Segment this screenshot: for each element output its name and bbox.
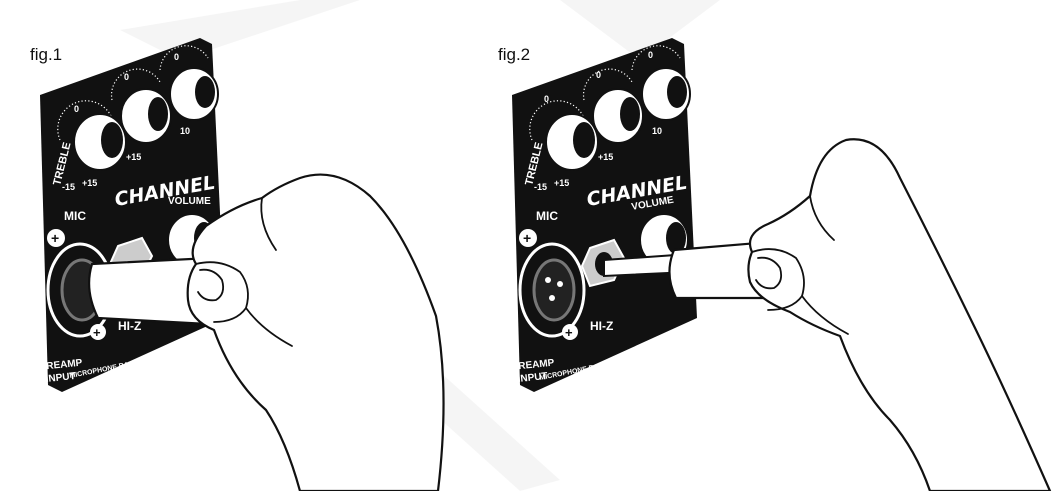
hiz-label: HI-Z — [590, 319, 613, 333]
mic-label: MIC — [64, 209, 86, 223]
figure-1: fig.1 0 0 0 -15 +15 +15 10 TREBLE S RB — [30, 38, 445, 491]
hand-illustration — [186, 173, 445, 491]
finger-outline — [195, 261, 249, 323]
thumb-crease — [801, 295, 849, 335]
scale-zero-label: 0 — [74, 104, 79, 114]
xlr-input-jack[interactable]: + + — [518, 229, 586, 340]
hand-illustration — [747, 138, 1052, 491]
mid-knob[interactable] — [120, 88, 172, 144]
scale-min-label: -15 — [62, 182, 75, 192]
volume-label: VOLUME — [168, 196, 211, 207]
treble-knob[interactable] — [73, 113, 127, 171]
mid-knob[interactable] — [592, 88, 644, 144]
finger-outline — [751, 248, 805, 311]
figure-label: fig.1 — [30, 45, 62, 64]
mic-label: MIC — [536, 209, 558, 223]
svg-text:+: + — [523, 230, 531, 246]
input-label: INPUT — [517, 371, 548, 385]
treble-knob[interactable] — [545, 113, 599, 171]
scale-ten-label: 10 — [180, 126, 190, 136]
reverb-knob[interactable] — [641, 67, 691, 121]
scale-ten-label: 10 — [652, 126, 662, 136]
scale-max-label: +15 — [126, 152, 141, 162]
fingernail — [197, 268, 225, 302]
fingernail — [755, 256, 783, 290]
thumb-crease — [245, 307, 293, 347]
figure-label: fig.2 — [498, 45, 530, 64]
scale-zero-label: 0 — [596, 70, 601, 80]
scale-max-label: +15 — [82, 178, 97, 188]
scale-zero-label: 0 — [648, 50, 653, 60]
finger-crease — [260, 197, 277, 251]
finger-crease — [809, 195, 835, 241]
scale-zero-label: 0 — [124, 72, 129, 82]
svg-text:+: + — [565, 325, 573, 340]
scale-min-label: -15 — [534, 182, 547, 192]
scale-zero-label: 0 — [544, 94, 549, 104]
figure-2: fig.2 0 0 0 -15 +15 +15 10 TREBLE S RB C… — [498, 38, 1052, 491]
input-label: INPUT — [45, 371, 76, 385]
svg-text:+: + — [93, 325, 101, 340]
preamp-label: PREAMP — [39, 358, 83, 373]
scale-max-label: +15 — [598, 152, 613, 162]
scale-max-label: +15 — [554, 178, 569, 188]
reverb-knob[interactable] — [169, 67, 219, 121]
hiz-label: HI-Z — [118, 319, 141, 333]
preamp-label: PREAMP — [511, 358, 555, 373]
svg-text:+: + — [51, 230, 59, 246]
scale-zero-label: 0 — [174, 52, 179, 62]
